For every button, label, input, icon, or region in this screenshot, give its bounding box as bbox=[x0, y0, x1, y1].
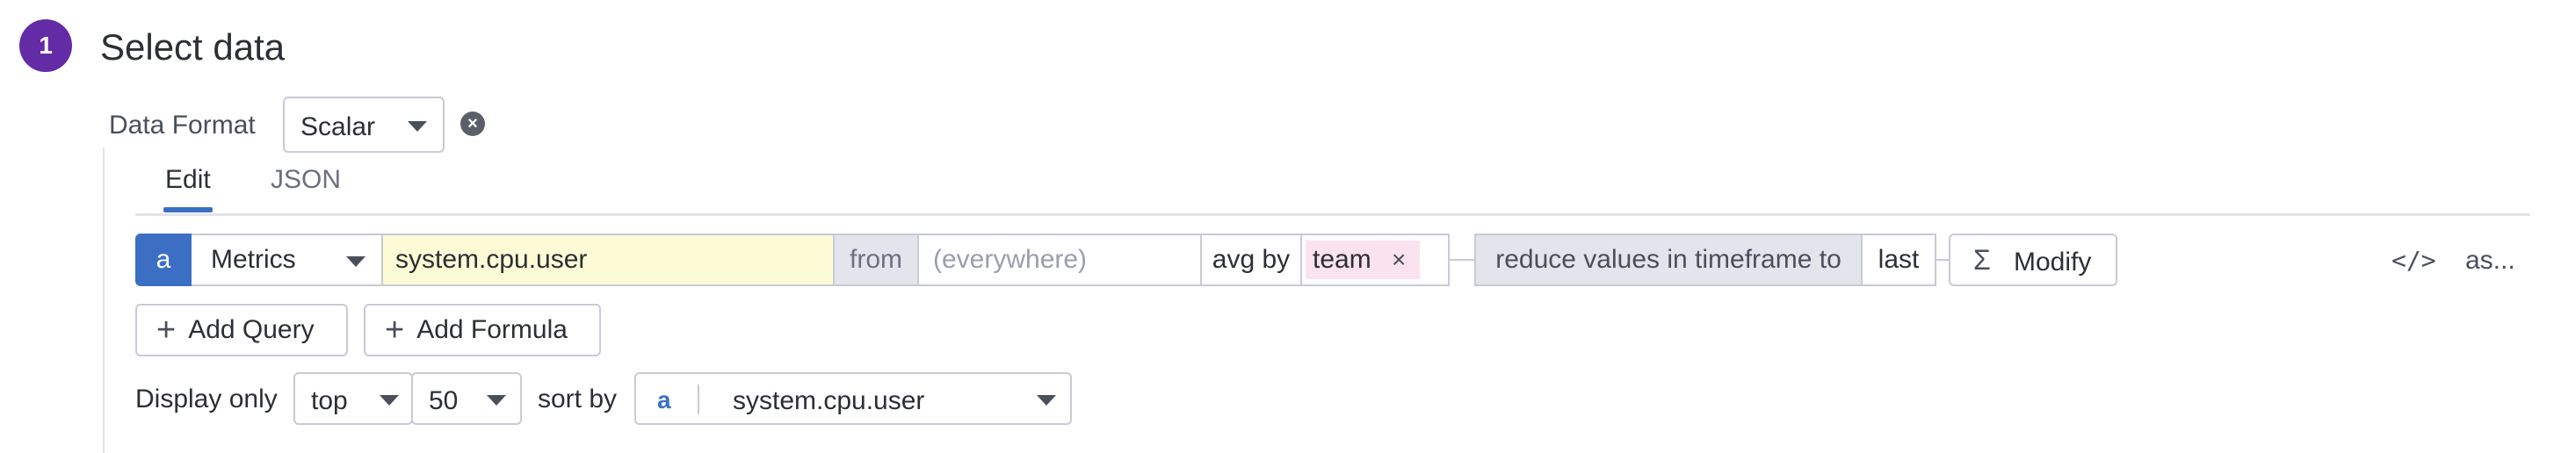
chevron-down-icon bbox=[380, 395, 399, 406]
from-keyword: from bbox=[835, 234, 917, 286]
tab-edit[interactable]: Edit bbox=[165, 165, 211, 194]
sort-query-letter: a bbox=[657, 386, 671, 413]
metric-input[interactable]: system.cpu.user bbox=[383, 234, 835, 286]
add-query-label: Add Query bbox=[188, 315, 315, 344]
chevron-down-icon bbox=[408, 121, 427, 132]
group-by-tag-label: team bbox=[1313, 245, 1371, 274]
editor-left-rule bbox=[103, 147, 105, 453]
reduce-keyword: reduce values in timeframe to bbox=[1474, 234, 1861, 286]
active-tab-indicator bbox=[163, 207, 213, 212]
alias-input[interactable]: as... bbox=[2465, 246, 2515, 275]
data-source-select[interactable]: Metrics bbox=[192, 234, 383, 286]
chevron-down-icon bbox=[487, 395, 506, 406]
scope-input[interactable]: (everywhere) bbox=[917, 234, 1202, 286]
add-formula-button[interactable]: + Add Formula bbox=[364, 304, 601, 356]
connector-line bbox=[1936, 259, 1949, 261]
close-circle-icon[interactable]: × bbox=[460, 111, 485, 136]
order-value: top bbox=[311, 386, 348, 415]
query-letter-a[interactable]: a bbox=[135, 234, 192, 286]
add-formula-label: Add Formula bbox=[416, 315, 568, 344]
reduce-select[interactable]: last bbox=[1861, 234, 1936, 286]
sort-by-select[interactable]: a system.cpu.user bbox=[634, 372, 1072, 425]
x-icon[interactable]: × bbox=[1392, 246, 1407, 273]
data-source-value: Metrics bbox=[211, 245, 296, 274]
sort-by-label: sort by bbox=[538, 385, 618, 413]
data-format-select[interactable]: Scalar bbox=[283, 97, 445, 153]
data-format-label: Data Format bbox=[109, 111, 256, 140]
plus-icon: + bbox=[385, 312, 405, 349]
add-query-button[interactable]: + Add Query bbox=[135, 304, 348, 356]
limit-select[interactable]: 50 bbox=[411, 372, 522, 425]
step-title: Select data bbox=[100, 26, 286, 68]
tabs-divider bbox=[135, 213, 2530, 216]
sort-divider bbox=[698, 385, 699, 414]
group-by-input[interactable]: team × bbox=[1300, 234, 1450, 286]
modify-button[interactable]: Σ Modify bbox=[1949, 234, 2117, 286]
step-number-badge: 1 bbox=[19, 19, 72, 72]
chevron-down-icon bbox=[1037, 395, 1056, 406]
sort-metric-value: system.cpu.user bbox=[733, 386, 925, 415]
limit-value: 50 bbox=[429, 386, 459, 415]
order-select[interactable]: top bbox=[293, 372, 413, 425]
group-by-tag: team × bbox=[1306, 241, 1420, 279]
sigma-icon: Σ bbox=[1973, 244, 1991, 276]
code-icon[interactable]: </> bbox=[2391, 246, 2436, 275]
modify-label: Modify bbox=[2014, 248, 2092, 277]
display-only-label: Display only bbox=[135, 385, 278, 413]
aggregation-select[interactable]: avg by bbox=[1202, 234, 1300, 286]
connector-line bbox=[1450, 259, 1474, 261]
data-format-value: Scalar bbox=[300, 112, 376, 141]
chevron-down-icon bbox=[346, 256, 365, 267]
tab-json[interactable]: JSON bbox=[271, 165, 342, 194]
plus-icon: + bbox=[156, 312, 177, 349]
